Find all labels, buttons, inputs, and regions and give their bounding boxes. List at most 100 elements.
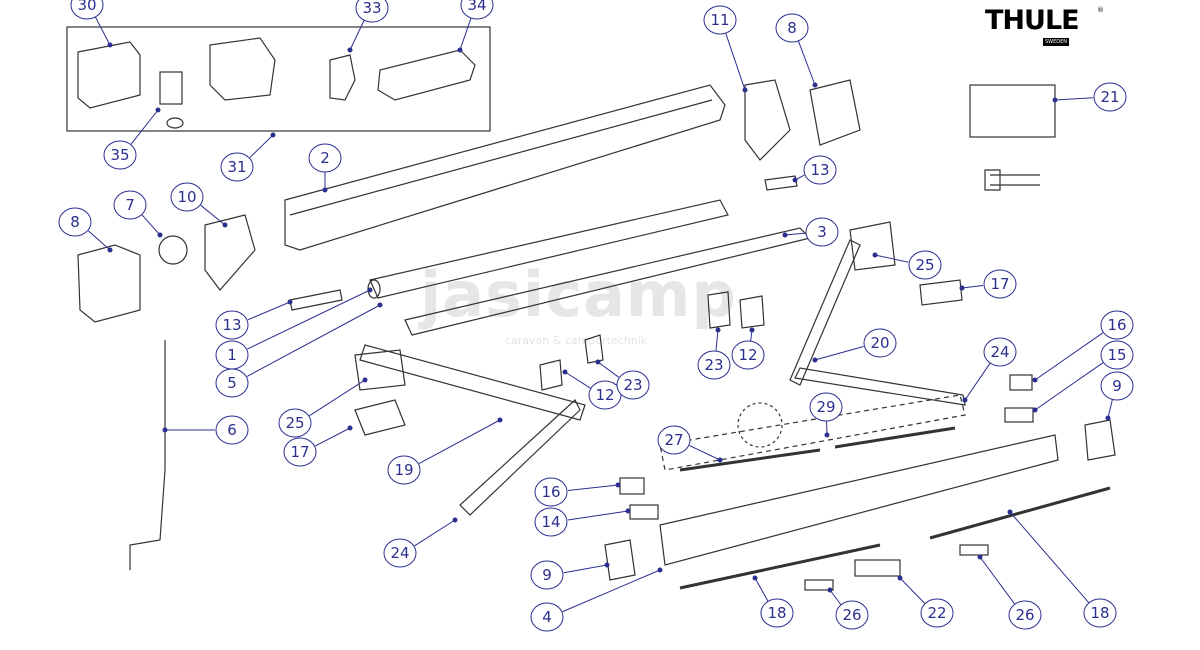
arrow-head: [657, 567, 663, 573]
callout-18: 18: [752, 575, 794, 628]
callout-24: 24: [962, 337, 1017, 403]
callout-9: 9: [1100, 371, 1134, 421]
arrow-head: [959, 285, 965, 291]
arrow-head: [457, 47, 463, 53]
leader-line: [414, 519, 456, 547]
arrow-head: [287, 299, 293, 305]
callout-13: 13: [792, 155, 837, 185]
part-9-left: [604, 539, 636, 581]
callout-15: 15: [1032, 340, 1134, 413]
callout-17: 17: [283, 425, 353, 467]
arrow-head: [347, 47, 353, 53]
casing-line: [289, 99, 713, 216]
callout-label: 18: [767, 604, 786, 622]
callout-circle: [1093, 82, 1127, 112]
callout-23: 23: [697, 327, 731, 380]
callout-circle: [775, 13, 809, 43]
callout-circle: [731, 340, 765, 370]
arrow-head: [715, 327, 721, 333]
callout-label: 13: [810, 161, 829, 179]
callout-34: 34: [457, 0, 494, 53]
callout-circle: [58, 207, 92, 237]
callout-circle: [983, 269, 1017, 299]
callout-27: 27: [657, 425, 723, 463]
motor-kit-box: [66, 26, 491, 132]
callout-24: 24: [383, 517, 458, 568]
arrow-head: [1105, 415, 1111, 421]
callout-35: 35: [103, 107, 161, 170]
callout-label: 24: [990, 343, 1009, 361]
callout-circle: [1100, 310, 1134, 340]
part-18-rails: [679, 486, 1111, 590]
callout-circle: [588, 380, 622, 410]
leader-line: [784, 232, 806, 236]
leader-line: [309, 379, 366, 417]
callout-label: 7: [125, 196, 135, 214]
arrow-head: [1007, 509, 1013, 515]
part-23-clips: [584, 291, 731, 364]
callout-circle: [803, 155, 837, 185]
callout-18: 18: [1007, 509, 1117, 628]
callout-circle: [355, 0, 389, 23]
callout-9: 9: [530, 560, 610, 590]
callout-label: 11: [710, 11, 729, 29]
leader-line: [247, 301, 291, 321]
callout-label: 9: [1112, 377, 1122, 395]
callout-circle: [278, 408, 312, 438]
callout-label: 34: [467, 0, 486, 14]
arrow-head: [1032, 407, 1038, 413]
callout-4: 4: [530, 567, 663, 632]
callout-label: 1: [227, 346, 237, 364]
arrow-head: [162, 427, 168, 433]
callout-label: 21: [1100, 88, 1119, 106]
callout-circle: [534, 507, 568, 537]
parts: [66, 26, 1116, 591]
arrow-head: [897, 575, 903, 581]
arrow-head: [872, 252, 878, 258]
leader-line: [567, 510, 629, 521]
callout-label: 15: [1107, 346, 1126, 364]
arrow-head: [812, 82, 818, 88]
callout-11: 11: [703, 5, 748, 93]
part-arm-upper-left: [359, 344, 586, 421]
part-gear: [329, 54, 356, 101]
logo-sub: SWEDEN: [1043, 38, 1070, 46]
leader-line: [562, 569, 661, 613]
leader-line: [459, 17, 472, 51]
callout-circle: [220, 152, 254, 182]
part-27-rail: [679, 426, 956, 472]
callout-22: 22: [897, 575, 954, 628]
callout-circle: [215, 368, 249, 398]
watermark-subtitle: caravan & campertechnik: [505, 334, 648, 347]
arrow-head: [977, 554, 983, 560]
arrow-head: [157, 232, 163, 238]
part-16-right: [1009, 374, 1033, 391]
thule-logo: THULE SWEDEN ®: [985, 6, 1115, 50]
leader-line: [725, 33, 746, 91]
callout-8: 8: [775, 13, 818, 88]
leader-line: [130, 109, 159, 145]
dashed-box-27-29: [659, 394, 966, 471]
callout-label: 2: [320, 149, 330, 167]
part-12-plates: [539, 295, 765, 391]
callout-circle: [387, 455, 421, 485]
logo-wordmark: THULE: [985, 5, 1080, 36]
callout-label: 12: [738, 346, 757, 364]
arrow-head: [812, 357, 818, 363]
callout-label: 35: [110, 146, 129, 164]
leader-line: [200, 204, 226, 226]
leader-line: [597, 361, 620, 378]
leader-line: [247, 289, 371, 350]
callout-8: 8: [58, 207, 113, 253]
callout-circle: [530, 560, 564, 590]
callout-label: 19: [394, 461, 413, 479]
arrow-head: [625, 508, 631, 514]
callout-label: 25: [285, 414, 304, 432]
callout-3: 3: [782, 217, 839, 247]
callout-label: 8: [70, 213, 80, 231]
leader-line: [1107, 399, 1113, 419]
arrow-head: [155, 107, 161, 113]
callout-label: 16: [541, 483, 560, 501]
callout-circle: [113, 190, 147, 220]
